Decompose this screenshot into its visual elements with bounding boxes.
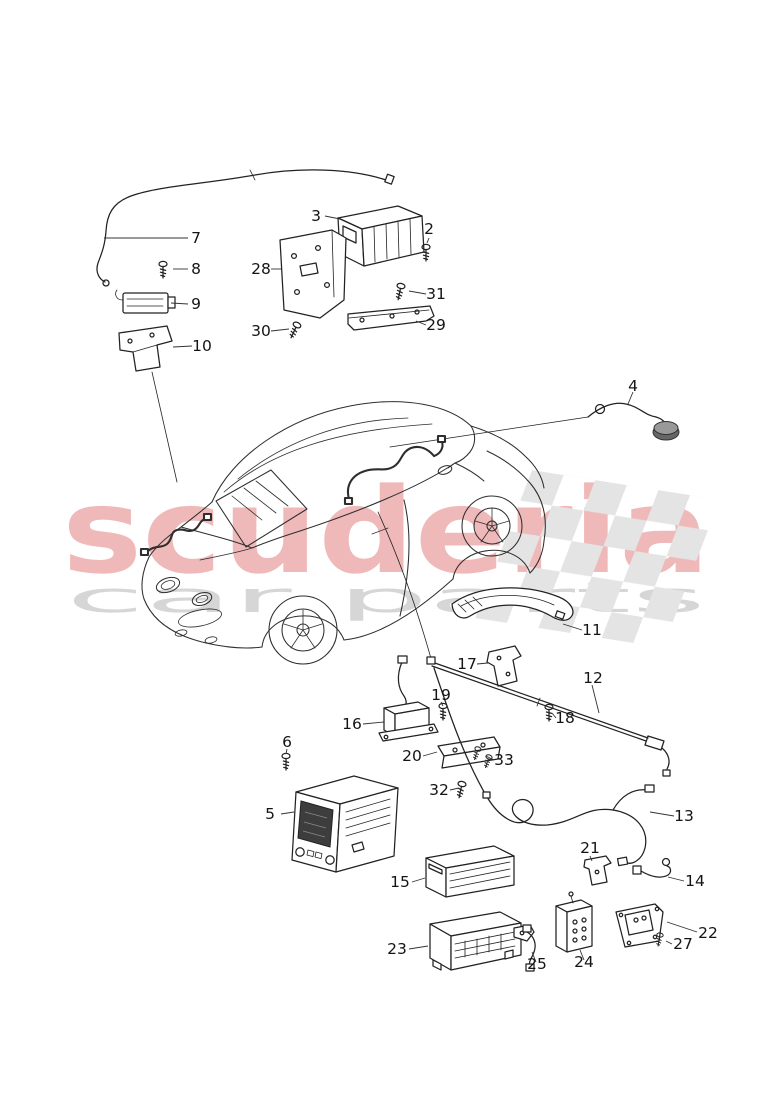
part-label-8: 8 <box>191 260 201 278</box>
part-label-10: 10 <box>192 337 212 355</box>
part-7-cable <box>96 169 395 287</box>
part-label-30: 30 <box>251 322 271 340</box>
part-label-16: 16 <box>342 715 362 733</box>
part-30-screw <box>270 320 303 341</box>
part-15-player-unit <box>411 845 515 898</box>
part-2-screw <box>421 237 431 262</box>
part-17-bracket <box>476 645 522 687</box>
part-28-mounting-plate <box>271 229 347 319</box>
installed-harness-center <box>343 434 447 506</box>
part-18-screw <box>544 703 557 722</box>
car-illustration <box>139 401 546 665</box>
part-8-screw <box>158 260 188 279</box>
part-32-screw <box>449 780 468 800</box>
part-label-27: 27 <box>673 935 693 953</box>
part-label-29: 29 <box>426 316 446 334</box>
part-16-module <box>362 655 439 742</box>
part-label-14: 14 <box>685 872 705 890</box>
part-10-bracket <box>118 325 193 372</box>
part-label-3: 3 <box>311 207 321 225</box>
part-label-12: 12 <box>583 669 603 687</box>
part-29-support-rail <box>347 305 435 331</box>
part-label-7: 7 <box>191 229 201 247</box>
part-label-28: 28 <box>251 260 271 278</box>
part-20-bracket <box>422 736 501 769</box>
part-4-antenna <box>587 391 680 441</box>
part-label-18: 18 <box>555 709 575 727</box>
part-label-15: 15 <box>390 873 410 891</box>
part-label-21: 21 <box>580 839 600 857</box>
part-9-module <box>115 289 189 314</box>
part-label-4: 4 <box>628 377 638 395</box>
part-label-23: 23 <box>387 940 407 958</box>
part-label-20: 20 <box>402 747 422 765</box>
part-5-head-unit <box>280 775 399 873</box>
part-label-9: 9 <box>191 295 201 313</box>
part-11-trim-cover <box>451 587 583 631</box>
part-25-strap <box>522 924 537 972</box>
part-labels: 7 8 9 10 3 28 30 2 31 29 4 11 17 12 18 1… <box>191 207 718 973</box>
part-33-screws <box>470 745 495 770</box>
part-label-22: 22 <box>698 924 718 942</box>
part-label-11: 11 <box>582 621 602 639</box>
part-13-wiring-harness <box>433 667 675 867</box>
part-label-24: 24 <box>574 953 594 971</box>
part-22-module-bracket <box>615 903 698 948</box>
watermark: scuderia car parts <box>62 462 720 648</box>
part-21-bracket <box>583 855 612 886</box>
part-23-tuner-box <box>408 911 535 971</box>
part-14-cable <box>632 857 685 882</box>
part-label-25: 25 <box>527 955 547 973</box>
part-label-33: 33 <box>494 751 514 769</box>
installed-harness-rear <box>139 512 213 557</box>
part-24-control-module <box>555 891 593 961</box>
part-label-13: 13 <box>674 807 694 825</box>
part-label-19: 19 <box>431 686 451 704</box>
part-label-5: 5 <box>265 805 275 823</box>
part-label-2: 2 <box>424 220 434 238</box>
part-6-screw <box>281 748 291 771</box>
part-label-32: 32 <box>429 781 449 799</box>
part-31-screw <box>393 282 427 302</box>
part-27-screw <box>654 931 673 948</box>
part-label-31: 31 <box>426 285 446 303</box>
part-19-screw <box>438 701 448 721</box>
part-label-17: 17 <box>457 655 477 673</box>
part-label-6: 6 <box>282 733 292 751</box>
part-12-antenna-lead <box>426 656 671 777</box>
